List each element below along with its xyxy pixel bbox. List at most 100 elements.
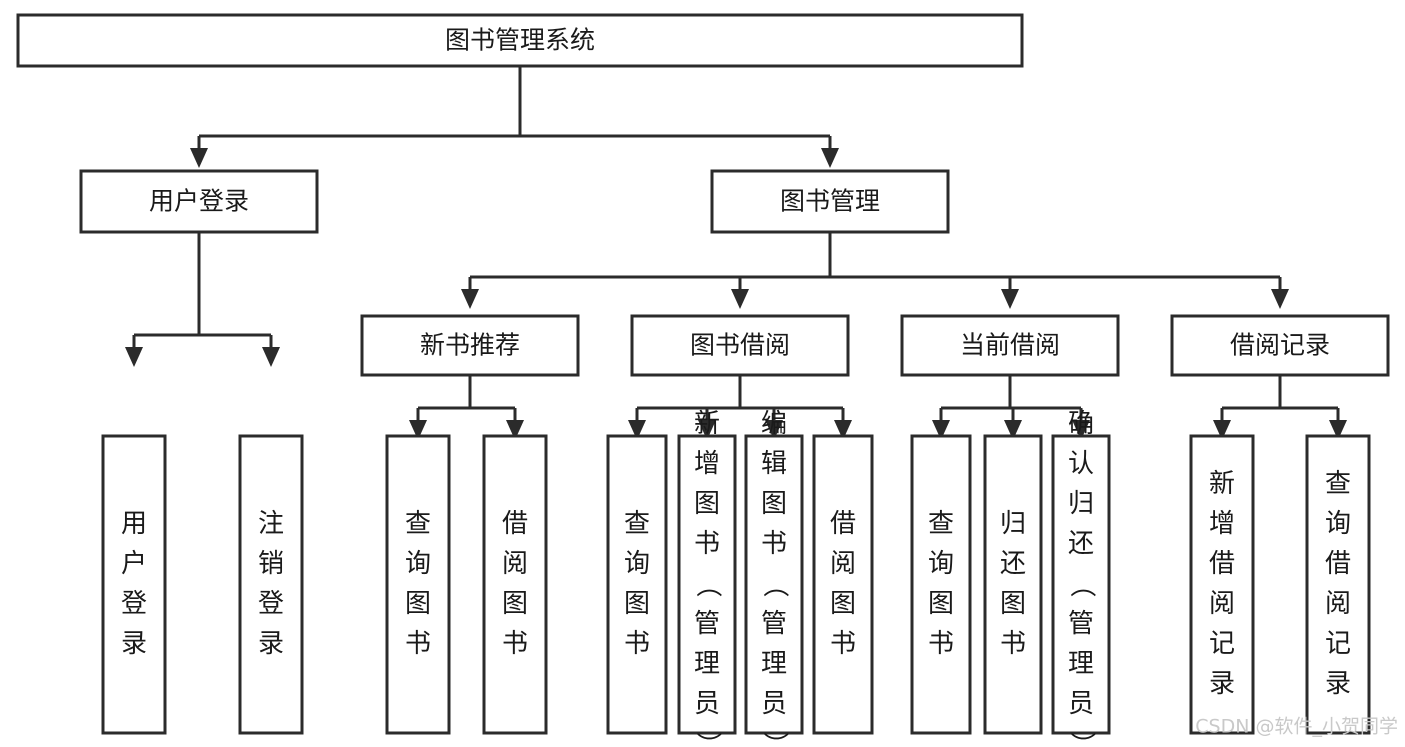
- node-label-char: 确: [1068, 409, 1094, 439]
- node-new-book-recommend[interactable]: 新书推荐: [360, 314, 580, 377]
- node-label-char: 管: [1068, 609, 1094, 639]
- node-label-char: 图: [405, 589, 431, 619]
- connector-borrowrecord-to-leaves: [1213, 375, 1347, 440]
- node-label-char: 认: [1068, 449, 1094, 479]
- node-label-char: 查: [624, 509, 650, 539]
- node-box-level3[interactable]: [1170, 314, 1390, 377]
- node-label-char: 书: [502, 629, 528, 659]
- connector-userlogin-to-leaves: [125, 232, 280, 367]
- node-current-borrow[interactable]: 当前借阅: [900, 314, 1120, 377]
- node-box-leaf[interactable]: [812, 434, 874, 735]
- node-borrow-record[interactable]: 借阅记录: [1170, 314, 1390, 377]
- node-label-char: 录: [121, 629, 147, 659]
- node-label-char: 询: [624, 549, 650, 579]
- node-box-leaf[interactable]: [385, 434, 451, 735]
- node-book-manage[interactable]: 图书管理: [710, 169, 950, 234]
- node-label-char: 书: [694, 529, 720, 559]
- connector-bookmanage-to-level3: [461, 232, 1289, 309]
- node-label-char: 编: [761, 409, 787, 439]
- node-root[interactable]: 图书管理系统: [16, 13, 1024, 68]
- node-box-leaf[interactable]: [238, 434, 304, 735]
- node-label-char: 阅: [1209, 589, 1235, 619]
- node-label-char: 注: [258, 509, 284, 539]
- connector-bookborrow-to-leaves: [628, 375, 852, 440]
- node-label: 新书推荐: [420, 331, 520, 360]
- node-label-char: 查: [1325, 469, 1351, 499]
- node-label-char: 录: [1325, 669, 1351, 699]
- node-box-leaf[interactable]: [910, 434, 972, 735]
- node-label-char: 询: [405, 549, 431, 579]
- node-label-char: 图: [761, 489, 787, 519]
- node-box-level2[interactable]: [710, 169, 950, 234]
- node-label-char: 阅: [830, 549, 856, 579]
- node-leaf-user-login[interactable]: 用户登录: [101, 434, 167, 735]
- node-box-leaf[interactable]: [983, 434, 1043, 735]
- node-box-level2[interactable]: [79, 169, 319, 234]
- arrow-head-icon: [628, 420, 646, 440]
- node-label-char: 还: [1000, 549, 1026, 579]
- csdn-watermark: CSDN @软件_小贺同学: [1195, 716, 1398, 738]
- node-label: 图书管理: [780, 187, 880, 216]
- node-label-char: 阅: [502, 549, 528, 579]
- node-label-char: 借: [502, 509, 528, 539]
- connector-root-to-level2: [190, 66, 839, 168]
- node-label-char: 书: [1000, 629, 1026, 659]
- node-box-layer: 图书管理系统用户登录图书管理新书推荐图书借阅当前借阅借阅记录用户登录注销登录查询…: [16, 13, 1390, 747]
- node-label-char: ）: [693, 731, 723, 747]
- node-box-leaf[interactable]: [606, 434, 668, 735]
- node-label-char: 理: [694, 649, 720, 679]
- node-box-leaf[interactable]: [482, 434, 548, 735]
- node-book-borrow[interactable]: 图书借阅: [630, 314, 850, 377]
- arrow-head-icon: [731, 289, 749, 309]
- node-box-leaf[interactable]: [1305, 434, 1371, 735]
- node-box-leaf[interactable]: [744, 434, 804, 735]
- node-label-char: 增: [1209, 509, 1235, 539]
- node-label-char: 归: [1000, 509, 1026, 539]
- node-box-leaf[interactable]: [677, 434, 737, 735]
- node-label-char: 员: [1068, 689, 1094, 719]
- node-box-level3[interactable]: [900, 314, 1120, 377]
- arrow-head-icon: [1329, 420, 1347, 440]
- node-label-char: 记: [1209, 629, 1235, 659]
- arrow-head-icon: [1072, 420, 1090, 440]
- node-label-char: 增: [694, 449, 720, 479]
- arrow-head-icon: [506, 420, 524, 440]
- node-user-login[interactable]: 用户登录: [79, 169, 319, 234]
- node-label-char: 归: [1068, 489, 1094, 519]
- node-label-char: 管: [761, 609, 787, 639]
- node-box-level3[interactable]: [360, 314, 580, 377]
- arrow-head-icon: [409, 420, 427, 440]
- connector-currentborrow-to-leaves: [932, 375, 1090, 440]
- node-box-leaf[interactable]: [101, 434, 167, 735]
- node-box-level3[interactable]: [630, 314, 850, 377]
- arrow-head-icon: [461, 289, 479, 309]
- node-box-root[interactable]: [16, 13, 1024, 68]
- arrow-head-icon: [821, 148, 839, 168]
- node-label-char: （: [1067, 571, 1097, 597]
- arrow-head-icon: [125, 347, 143, 367]
- arrow-head-icon: [834, 420, 852, 440]
- node-label-char: 阅: [1325, 589, 1351, 619]
- node-label-char: 理: [1068, 649, 1094, 679]
- node-box-leaf[interactable]: [1189, 434, 1255, 735]
- node-label-char: 借: [830, 509, 856, 539]
- node-label-char: 图: [1000, 589, 1026, 619]
- node-label-char: 图: [830, 589, 856, 619]
- node-box-leaf[interactable]: [1051, 434, 1111, 735]
- connector-layer: [125, 66, 1347, 440]
- node-label-char: 录: [1209, 669, 1235, 699]
- node-label: 图书管理系统: [445, 26, 595, 55]
- node-label-char: 书: [928, 629, 954, 659]
